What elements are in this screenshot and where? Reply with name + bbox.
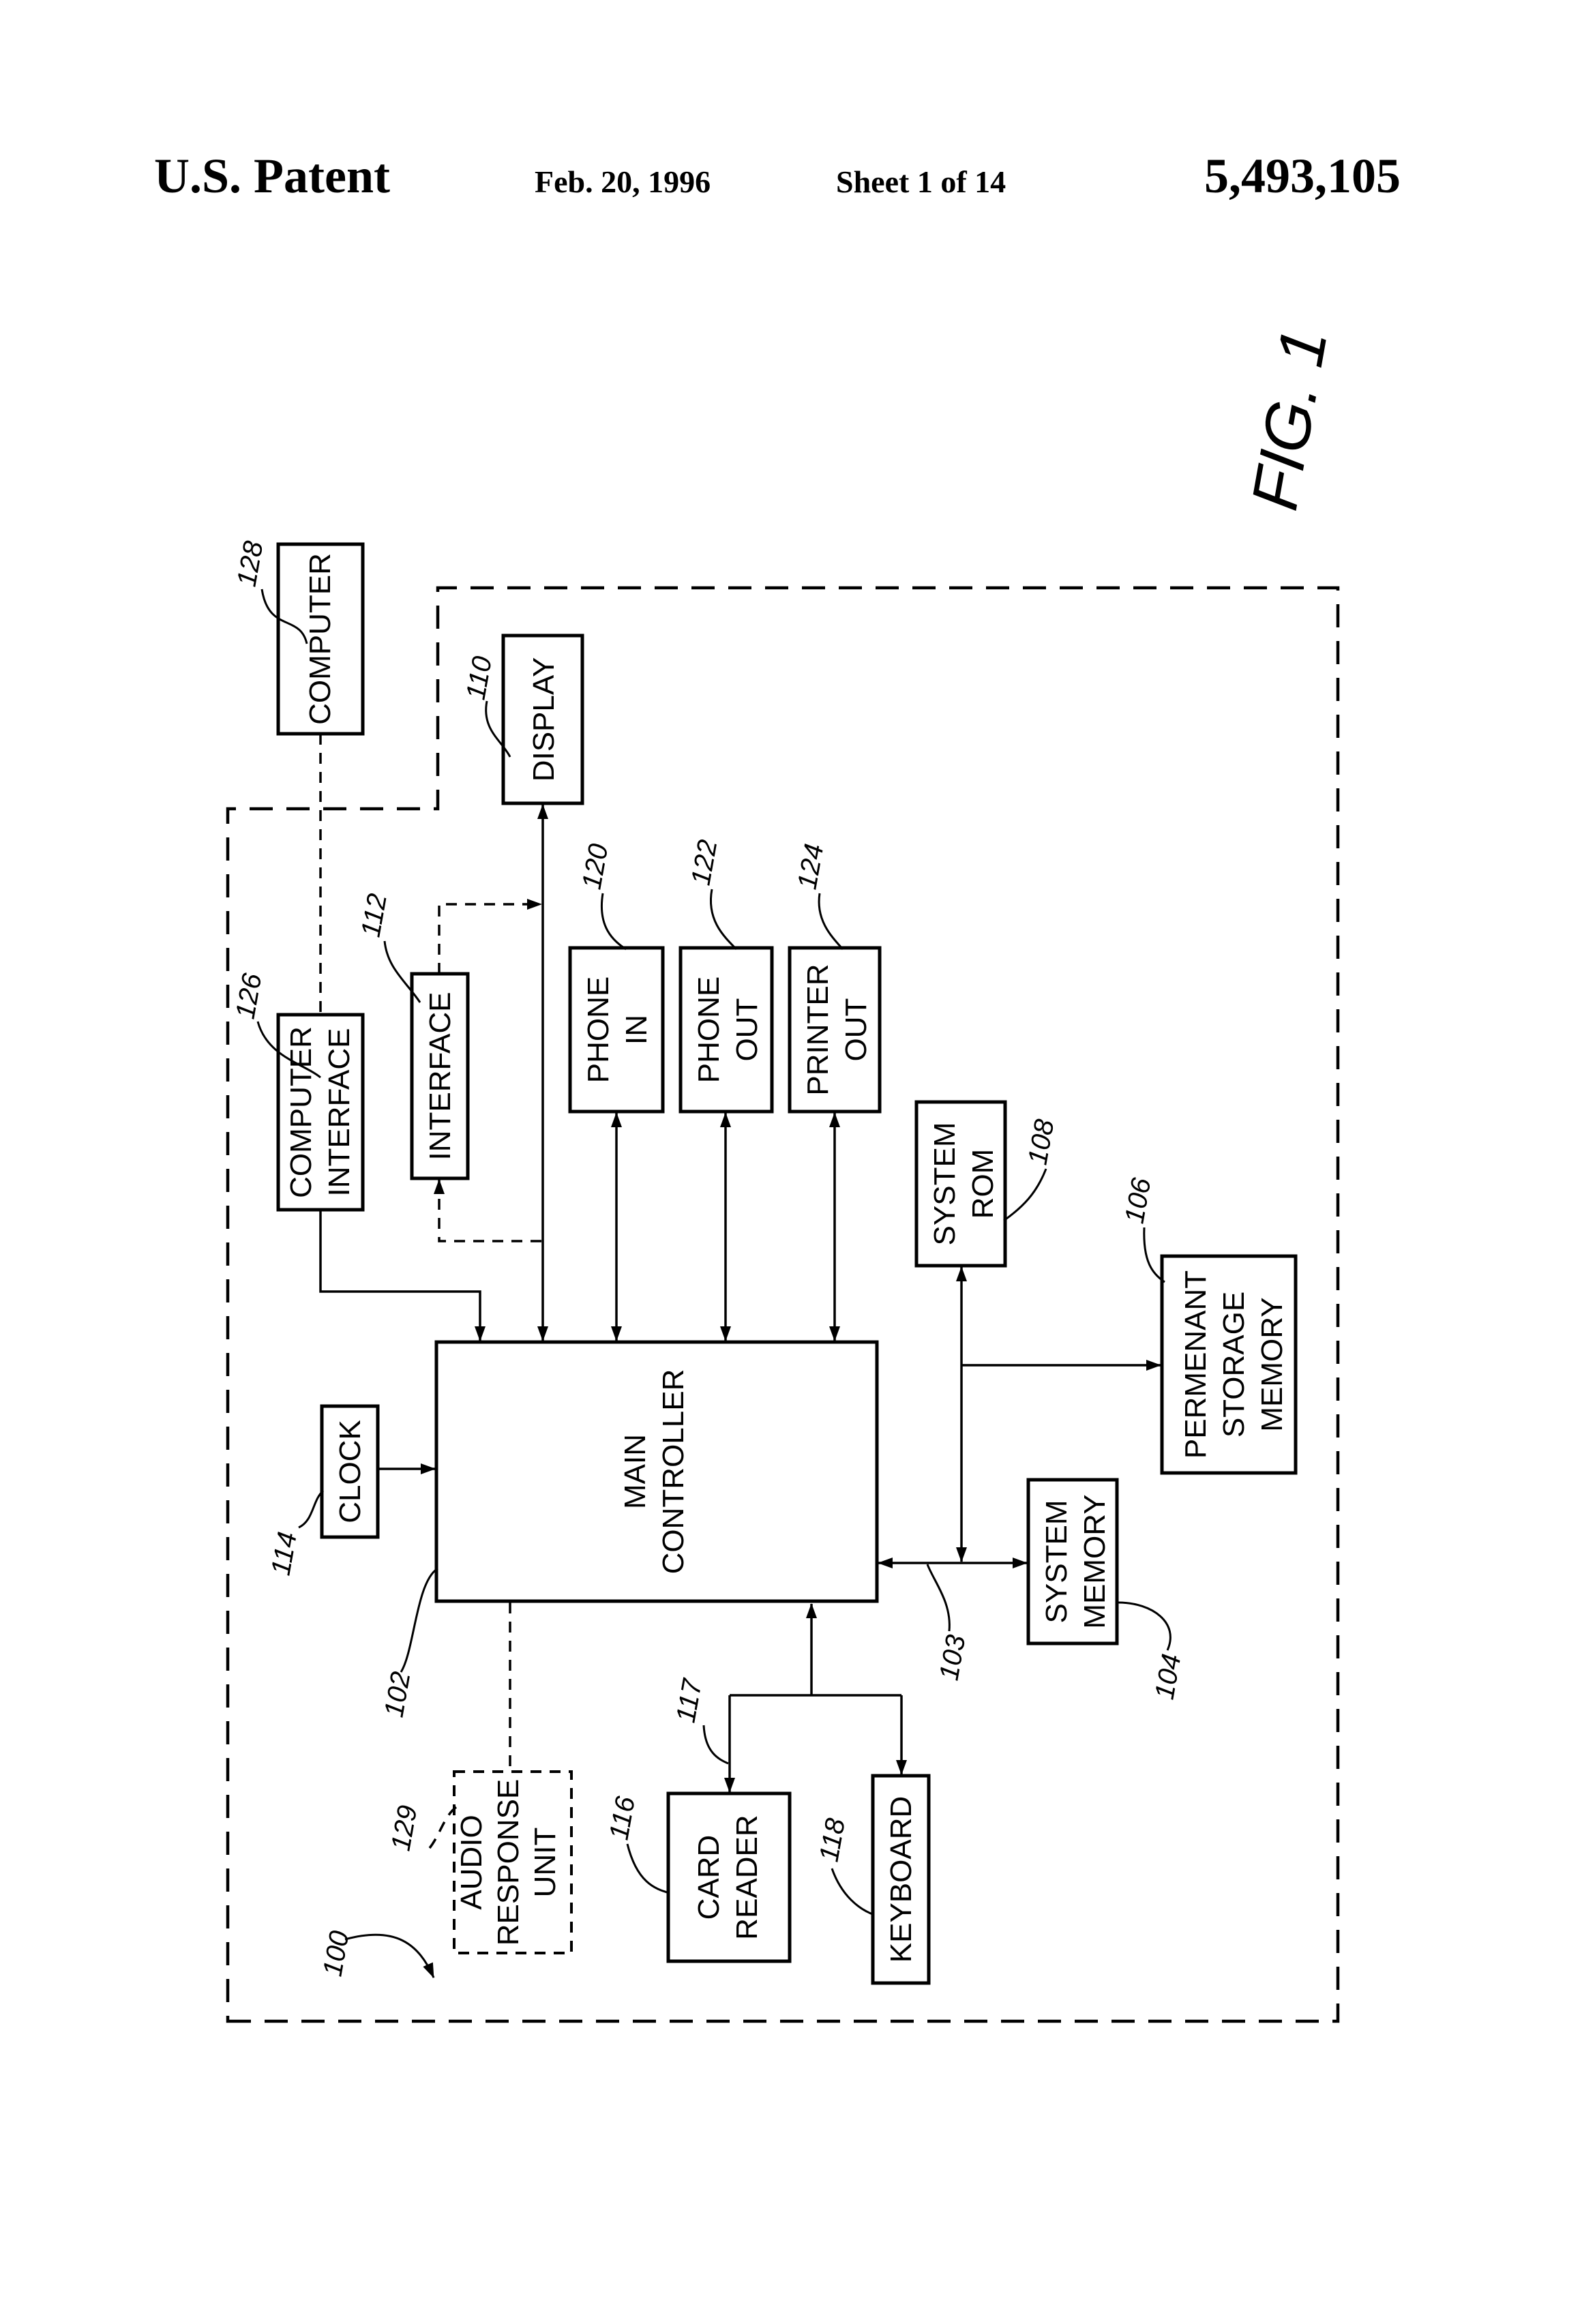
audio-response-label-line2: RESPONSE	[492, 1779, 525, 1946]
ref-126: 126	[230, 970, 268, 1021]
main-controller-label-line2: CONTROLLER	[657, 1369, 690, 1575]
ref-103: 103	[934, 1633, 972, 1682]
display-label: DISPLAY	[527, 657, 561, 782]
phone-out-block: PHONE OUT	[681, 948, 772, 1112]
system-memory-label-line2: MEMORY	[1078, 1494, 1111, 1628]
leader-114	[299, 1491, 323, 1528]
system-memory-label-line1: SYSTEM	[1040, 1500, 1073, 1624]
card-reader-label-line1: CARD	[692, 1835, 726, 1920]
ref-100: 100	[318, 1928, 355, 1978]
leader-118	[832, 1868, 874, 1915]
page-header: U.S. Patent Feb. 20, 1996 Sheet 1 of 14 …	[154, 149, 1401, 203]
audio-response-label-line1: AUDIO	[455, 1815, 488, 1909]
computer-interface-link	[320, 1210, 480, 1341]
phone-in-label-line2: IN	[620, 1015, 653, 1045]
permanent-storage-label-line2: STORAGE	[1217, 1292, 1251, 1437]
computer-label: COMPUTER	[303, 553, 337, 725]
permanent-storage-label-line1: PERMENANT	[1179, 1270, 1212, 1459]
display-block: DISPLAY	[503, 636, 582, 803]
header-left: U.S. Patent	[154, 149, 390, 203]
ref-120: 120	[577, 841, 614, 891]
ref-128: 128	[232, 538, 269, 589]
computer-interface-label-line2: INTERFACE	[323, 1028, 356, 1197]
keyboard-label: KEYBOARD	[884, 1796, 918, 1963]
audio-response-block: AUDIO RESPONSE UNIT	[454, 1772, 571, 1953]
keyboard-block: KEYBOARD	[873, 1776, 929, 1983]
printer-out-label-line2: OUT	[839, 998, 873, 1062]
interface-to-bus-link	[439, 1180, 541, 1241]
card-reader-block: CARD READER	[668, 1793, 790, 1961]
leader-128	[262, 589, 307, 644]
permanent-storage-label-line3: MEMORY	[1255, 1297, 1289, 1431]
leader-102	[401, 1568, 438, 1672]
header-patent-number: 5,493,105	[1204, 149, 1401, 203]
permanent-storage-block: PERMENANT STORAGE MEMORY	[1162, 1256, 1296, 1473]
system-rom-label-line1: SYSTEM	[928, 1122, 961, 1246]
leader-120	[601, 893, 626, 949]
leader-112	[385, 941, 420, 1002]
phone-out-label-line1: PHONE	[692, 977, 726, 1083]
printer-out-block: PRINTER OUT	[790, 948, 880, 1112]
figure-label: FIG. 1	[1238, 323, 1341, 515]
phone-in-block: PHONE IN	[570, 948, 663, 1112]
reference-numerals: 128 110 126 112 120 122 124 108 106 114 …	[230, 538, 1187, 1978]
ref-108: 108	[1023, 1116, 1060, 1167]
leader-110	[486, 701, 510, 757]
printer-out-label-line1: PRINTER	[801, 964, 835, 1095]
connections	[320, 734, 1161, 1792]
leader-116	[627, 1844, 670, 1893]
leader-124	[819, 893, 843, 949]
interface-label: INTERFACE	[423, 992, 457, 1161]
ref-124: 124	[792, 841, 830, 891]
ref-104: 104	[1150, 1652, 1187, 1701]
ref-102: 102	[379, 1669, 417, 1719]
system-rom-block: SYSTEM ROM	[916, 1102, 1005, 1266]
leader-117	[704, 1725, 728, 1763]
interface-block: INTERFACE	[412, 974, 468, 1178]
ref-122: 122	[686, 837, 723, 887]
ref-116: 116	[604, 1793, 642, 1842]
ref-117: 117	[671, 1675, 708, 1725]
ref-118: 118	[814, 1815, 852, 1864]
ref-110: 110	[461, 654, 498, 702]
ref-106: 106	[1120, 1175, 1157, 1225]
header-sheet: Sheet 1 of 14	[836, 164, 1006, 199]
card-reader-label-line2: READER	[730, 1815, 764, 1939]
system-rom-label-line2: ROM	[966, 1149, 1000, 1219]
computer-interface-block: COMPUTER INTERFACE	[278, 1015, 363, 1210]
header-date: Feb. 20, 1996	[535, 164, 711, 199]
computer-interface-label-line1: COMPUTER	[284, 1026, 318, 1198]
leader-100	[345, 1935, 434, 1978]
leader-104	[1118, 1603, 1170, 1650]
phone-in-label-line1: PHONE	[582, 977, 615, 1083]
computer-block: COMPUTER	[278, 544, 363, 734]
ref-112: 112	[356, 891, 393, 939]
system-memory-block: SYSTEM MEMORY	[1028, 1480, 1117, 1643]
ref-114: 114	[266, 1530, 303, 1577]
interface-to-display-link	[439, 904, 541, 974]
clock-block: CLOCK	[322, 1406, 378, 1537]
main-controller-block: MAIN CONTROLLER	[436, 1342, 877, 1601]
phone-out-label-line2: OUT	[730, 998, 764, 1062]
audio-response-label-line3: UNIT	[528, 1828, 562, 1898]
leader-108	[1004, 1169, 1046, 1221]
clock-label: CLOCK	[333, 1420, 367, 1523]
leader-lines	[258, 589, 1170, 1978]
leader-122	[711, 889, 736, 949]
ref-129: 129	[386, 1803, 423, 1853]
leader-103	[927, 1564, 949, 1631]
main-controller-label-line1: MAIN	[618, 1434, 652, 1509]
